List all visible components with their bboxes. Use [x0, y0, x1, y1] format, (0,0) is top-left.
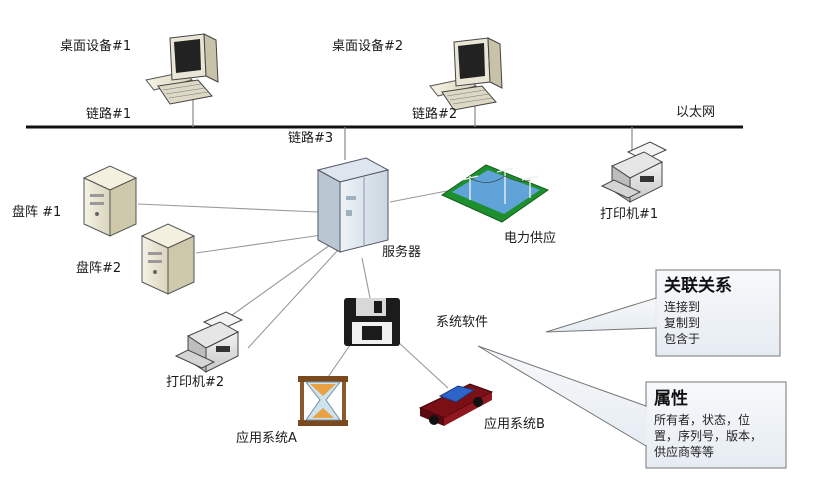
disk1-label: 盘阵 #1 [12, 205, 62, 220]
link2-label: 链路#2 [412, 107, 458, 122]
software-label: 系统软件 [436, 315, 489, 330]
desktop2-label: 桌面设备#2 [332, 39, 404, 54]
hourglass-icon [298, 376, 348, 426]
relations-callout-pointer [545, 297, 657, 333]
server-software-line [361, 257, 371, 299]
relations-line-connect: 连接到 [664, 300, 701, 314]
attributes-line-3: 供应商等等 [654, 445, 715, 459]
server-icon [316, 157, 390, 253]
attributes-callout-title: 属性 [654, 389, 688, 409]
floppy-disk-icon [344, 298, 400, 346]
disk1-icon [82, 165, 138, 237]
disk2-icon [140, 223, 196, 295]
server-power-line [389, 189, 453, 203]
server-disk2-line [195, 234, 323, 254]
software-appB-line [397, 341, 449, 389]
attributes-line-1: 所有者，状态，位 [654, 413, 751, 427]
appB-label: 应用系统B [484, 417, 545, 432]
power-supply-icon [440, 164, 550, 223]
appA-label: 应用系统A [236, 431, 297, 446]
printer1-icon [600, 141, 668, 203]
server-printer2-line [227, 244, 331, 319]
disk2-label: 盘阵#2 [76, 261, 122, 276]
relations-line-copy: 复制到 [664, 316, 701, 330]
server-label: 服务器 [382, 245, 422, 260]
server-disk1-line [137, 203, 319, 213]
printer2-icon [174, 311, 244, 373]
desktop1-icon [145, 33, 219, 105]
attributes-callout-box [645, 381, 787, 469]
printer1-label: 打印机#1 [600, 207, 659, 222]
ethernet-label: 以太网 [676, 105, 716, 120]
relations-callout-title: 关联关系 [664, 276, 732, 296]
server-appA-line [247, 249, 339, 349]
car-icon [418, 383, 494, 426]
link1-label: 链路#1 [86, 107, 132, 122]
power-label: 电力供应 [504, 231, 557, 246]
desktop2-icon [429, 37, 503, 111]
relations-line-contain: 包含于 [664, 332, 701, 346]
software-appA-line [325, 344, 351, 381]
desktop1-label: 桌面设备#1 [60, 39, 132, 54]
printer2-label: 打印机#2 [166, 375, 225, 390]
relations-callout-box [655, 269, 781, 357]
attributes-line-2: 置，序列号，版本， [654, 429, 763, 443]
link3-label: 链路#3 [288, 131, 334, 146]
